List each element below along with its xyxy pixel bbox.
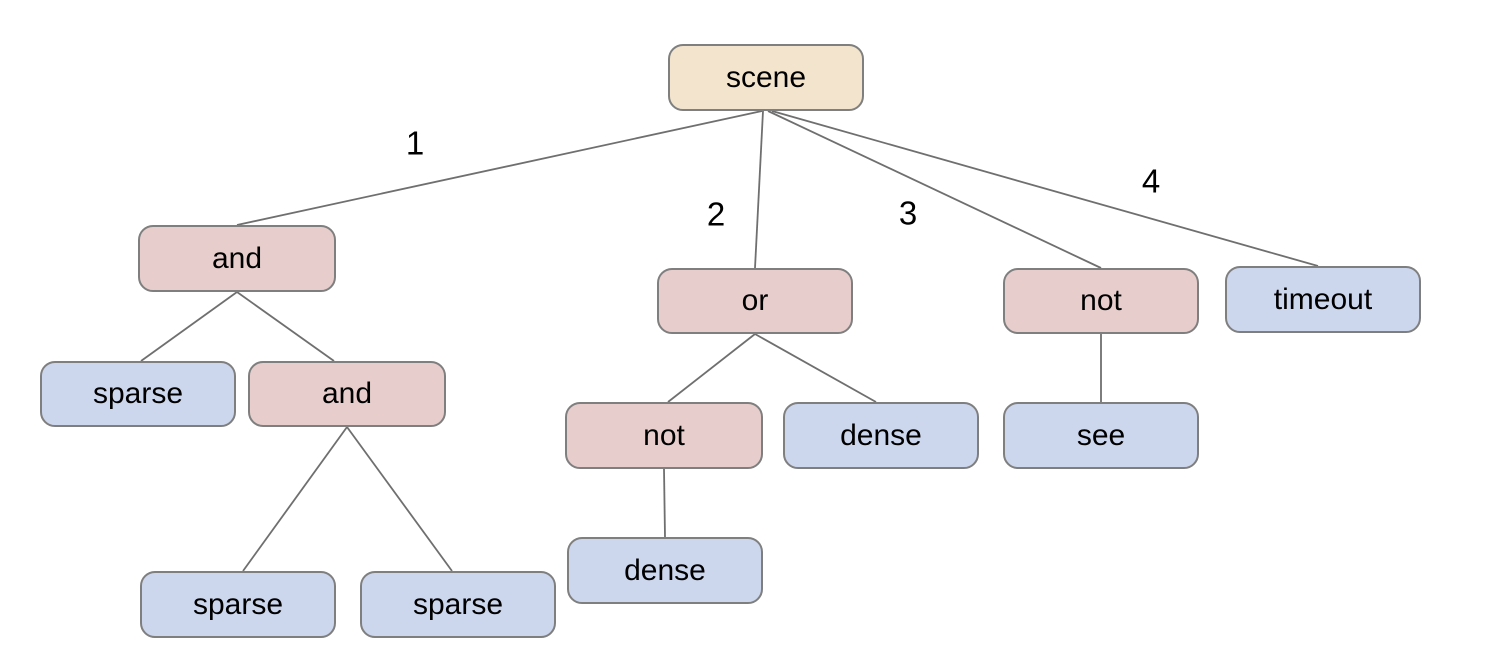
- edge-and-and: [236, 291, 335, 362]
- edge-not2-dense2: [663, 468, 666, 538]
- node-timeout: timeout: [1225, 266, 1421, 333]
- node-or-label: or: [741, 284, 769, 317]
- node-and-1: and: [138, 225, 336, 292]
- node-sparse-2: sparse: [140, 571, 336, 638]
- node-dense-2: dense: [567, 537, 763, 604]
- node-sparse-1: sparse: [40, 361, 236, 427]
- node-not-1-label: not: [1080, 284, 1122, 317]
- node-sparse-3: sparse: [360, 571, 556, 638]
- edge-and2-sparse3: [346, 426, 453, 572]
- node-not-2: not: [565, 402, 763, 469]
- edge-scene-or: [754, 110, 764, 269]
- node-not-2-label: not: [643, 418, 685, 452]
- node-or: or: [657, 268, 853, 334]
- edge-or-not2: [667, 333, 756, 403]
- node-scene-label: scene: [725, 60, 807, 94]
- edge-label-1: 1: [405, 124, 425, 162]
- edge-label-2: 2: [706, 195, 726, 233]
- node-and-2-label: and: [321, 377, 373, 410]
- node-see-label: see: [1076, 418, 1126, 452]
- node-sparse-2-label: sparse: [192, 587, 284, 621]
- node-scene: scene: [668, 44, 864, 111]
- node-and-2: and: [248, 361, 446, 427]
- edge-scene-not: [767, 110, 1102, 269]
- node-timeout-label: timeout: [1273, 282, 1373, 316]
- node-dense-2-label: dense: [624, 553, 706, 587]
- node-dense-1: dense: [783, 402, 979, 469]
- edge-and-sparse: [140, 291, 238, 362]
- edge-label-4: 4: [1141, 162, 1161, 200]
- edge-label-3: 3: [898, 194, 918, 232]
- node-see: see: [1003, 402, 1199, 469]
- node-not-1: not: [1003, 268, 1199, 334]
- node-sparse-3-label: sparse: [412, 587, 504, 621]
- edge-scene-and: [236, 110, 763, 226]
- edge-scene-timeout: [771, 110, 1319, 267]
- node-dense-1-label: dense: [840, 418, 922, 452]
- node-and-1-label: and: [211, 241, 263, 275]
- edge-or-dense: [754, 333, 877, 403]
- node-sparse-1-label: sparse: [92, 377, 184, 410]
- edge-and2-sparse2: [242, 426, 348, 572]
